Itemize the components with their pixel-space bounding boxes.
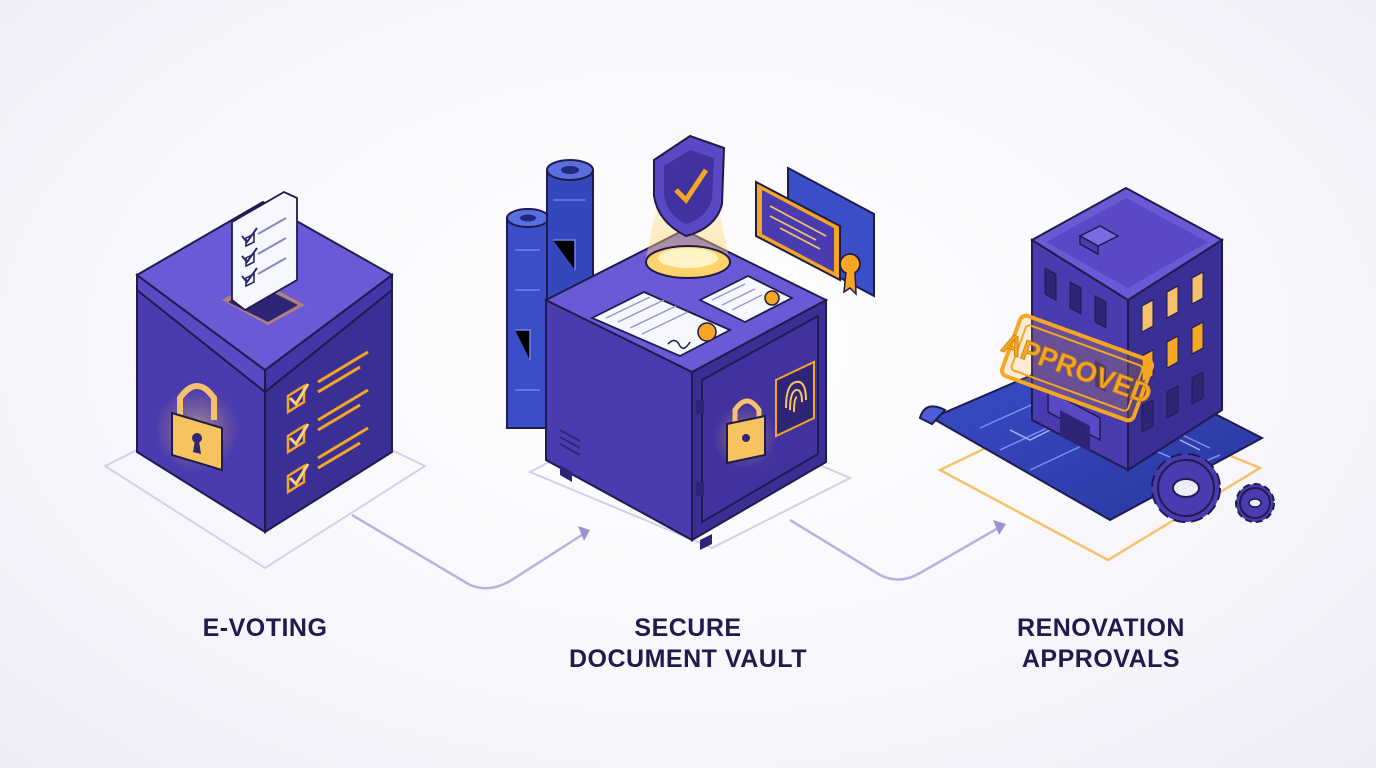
vault-safe-icon <box>506 120 875 550</box>
checklist-icon <box>286 350 369 495</box>
step-label-vault: SECURE DOCUMENT VAULT <box>518 613 858 675</box>
seal-icon <box>697 322 717 342</box>
step-label-e-voting: E-VOTING <box>95 613 435 644</box>
certificate-icon <box>755 166 875 298</box>
step-label-line: RENOVATION <box>1017 614 1185 642</box>
gear-icon <box>1235 483 1275 523</box>
step-label-line: SECURE <box>634 614 742 642</box>
ballot-box-icon <box>102 190 428 570</box>
shield-check-icon <box>653 134 726 238</box>
step-label-line: APPROVALS <box>1021 645 1181 673</box>
step-label-renovation: RENOVATION APPROVALS <box>931 613 1271 675</box>
seal-icon <box>839 253 861 275</box>
step-label-line: E-VOTING <box>202 614 328 642</box>
seal-icon <box>764 290 780 306</box>
padlock-icon <box>713 398 777 469</box>
connector-arrow-icon <box>578 526 590 541</box>
padlock-icon <box>155 383 239 472</box>
ballot-paper <box>231 190 298 312</box>
windows <box>1044 267 1204 433</box>
connector-arrow-icon <box>993 520 1006 535</box>
fingerprint-icon <box>775 360 815 438</box>
gear-icon <box>1151 453 1221 523</box>
step-label-line: DOCUMENT VAULT <box>569 645 807 673</box>
connector-1 <box>351 513 590 590</box>
building-icon: APPROVED <box>918 186 1275 562</box>
connector-2 <box>789 518 1006 581</box>
document-icon <box>589 274 794 357</box>
